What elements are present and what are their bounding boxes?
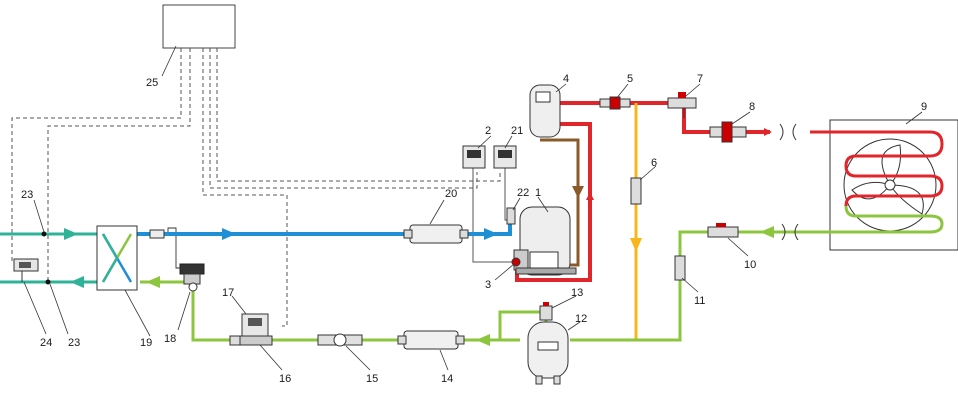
pressure-switch-21 <box>493 145 517 169</box>
valve-16 <box>229 335 241 346</box>
break-mark-top <box>779 123 797 141</box>
valve-7 <box>667 92 697 118</box>
valve-11 <box>674 255 686 281</box>
label-7: 7 <box>697 73 703 85</box>
wire-controller-sensor24 <box>11 48 182 262</box>
leader-lines <box>23 45 923 371</box>
evap-inlet-arrow <box>64 228 78 240</box>
service-valve-13 <box>539 302 553 321</box>
label-9: 9 <box>921 101 927 113</box>
wire-controller-solenoid <box>202 48 288 327</box>
liquid-arrow-1 <box>760 226 774 238</box>
wire-controller-pressostat2 <box>209 48 478 189</box>
label-8: 8 <box>749 101 755 113</box>
label-1: 1 <box>535 187 541 199</box>
filter-drier-14 <box>397 330 465 350</box>
components <box>13 84 958 385</box>
capillary-pressostat2 <box>472 168 515 263</box>
liquid-receiver-12 <box>527 321 569 385</box>
sensor-23-top <box>41 231 47 237</box>
suction-arrow-2 <box>484 228 498 240</box>
label-2: 2 <box>485 125 491 137</box>
wire-controller-pressostat21 <box>216 48 501 182</box>
label-23-top: 23 <box>21 189 33 201</box>
wire-controller-sensor23 <box>47 48 191 280</box>
pipes <box>0 101 810 346</box>
label-12: 12 <box>575 313 587 325</box>
label-4: 4 <box>563 73 569 85</box>
liquid-arrow-3 <box>146 276 160 288</box>
label-13: 13 <box>571 287 583 299</box>
pipe-suction <box>120 222 512 236</box>
label-17: 17 <box>222 287 234 299</box>
label-3: 3 <box>485 279 491 291</box>
controller-box <box>162 4 236 49</box>
bypass-valve-6 <box>630 177 642 205</box>
solenoid-valve-17 <box>235 313 273 346</box>
label-6: 6 <box>651 157 657 169</box>
label-18: 18 <box>164 333 176 345</box>
sensor-23-bottom <box>45 279 51 285</box>
label-10: 10 <box>744 259 756 271</box>
suction-arrow-1 <box>222 228 236 240</box>
check-valve-5 <box>599 96 631 110</box>
service-valve-22 <box>506 207 516 225</box>
suction-filter-20 <box>403 224 469 244</box>
evaporator-heat-exchanger <box>96 225 138 291</box>
pressure-switch-2 <box>462 145 486 169</box>
oil-arrow-down <box>572 186 584 198</box>
valve-10 <box>707 223 739 238</box>
label-19: 19 <box>140 337 152 349</box>
control-wiring <box>11 4 515 327</box>
label-14: 14 <box>441 373 453 385</box>
label-21: 21 <box>511 125 523 137</box>
break-mark-bottom <box>781 223 799 241</box>
label-22: 22 <box>517 187 529 199</box>
label-11: 11 <box>694 295 705 307</box>
label-5: 5 <box>627 73 633 85</box>
label-25: 25 <box>146 77 158 89</box>
evap-outlet-arrow <box>70 276 84 288</box>
callout-labels: 1 2 3 4 5 6 7 8 9 10 11 12 13 14 15 16 1… <box>21 73 927 385</box>
expansion-valve-18 <box>149 229 205 292</box>
oil-separator-4 <box>529 84 561 138</box>
label-23-bottom: 23 <box>68 337 80 349</box>
bypass-arrow-down <box>630 238 642 252</box>
label-15: 15 <box>366 373 378 385</box>
sight-glass-15 <box>317 333 363 347</box>
liquid-arrow-2 <box>476 334 490 346</box>
valve-8 <box>709 121 747 143</box>
label-16: 16 <box>279 373 291 385</box>
temperature-sensor-24 <box>13 258 39 282</box>
compressor-1 <box>513 206 577 276</box>
pipe-liquid-from-condenser <box>570 230 810 342</box>
condenser-9 <box>810 119 958 251</box>
label-20: 20 <box>445 188 457 200</box>
label-24: 24 <box>40 337 52 349</box>
